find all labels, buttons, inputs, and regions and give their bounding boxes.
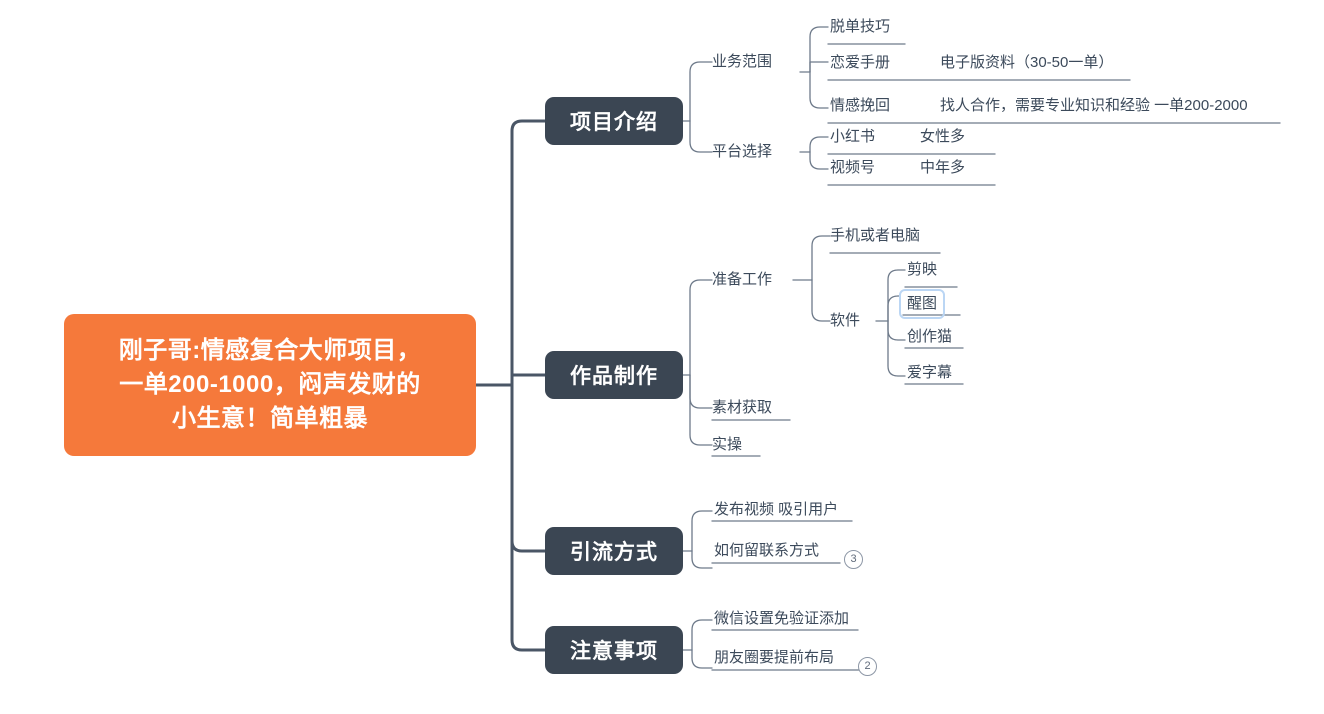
leaf-love-handbook[interactable]: 恋爱手册 xyxy=(830,52,890,74)
count-badge-notes[interactable]: 2 xyxy=(858,657,877,676)
node-label: 准备工作 xyxy=(712,271,773,288)
node-label: 中年多 xyxy=(920,159,966,176)
node-label: 找人合作，需要专业知识和经验 一单200-2000 xyxy=(940,97,1248,114)
node-label: 平台选择 xyxy=(712,143,773,160)
branch-label: 项目介绍 xyxy=(570,111,658,134)
leaf-how-to-leave-contact[interactable]: 如何留联系方式 xyxy=(714,540,819,562)
node-label: 剪映 xyxy=(907,261,938,278)
leaf-aizimu[interactable]: 爱字幕 xyxy=(907,362,952,384)
leaf-xiaohongshu[interactable]: 小红书 xyxy=(830,126,875,148)
leaf-moments-pre-layout[interactable]: 朋友圈要提前布局 xyxy=(714,647,834,669)
node-label: 手机或者电脑 xyxy=(830,227,921,244)
node-business-scope[interactable]: 业务范围 xyxy=(712,51,772,73)
leaf-publish-video-attract-users[interactable]: 发布视频 吸引用户 xyxy=(714,499,838,521)
count-badge-traffic[interactable]: 3 xyxy=(844,550,863,569)
node-label: 女性多 xyxy=(920,128,966,145)
leaf-video-account-note[interactable]: 中年多 xyxy=(920,157,965,179)
node-label: 醒图 xyxy=(907,295,938,312)
branch-node-traffic-method[interactable]: 引流方式 xyxy=(545,527,683,575)
branch-node-project-intro[interactable]: 项目介绍 xyxy=(545,97,683,145)
node-label: 软件 xyxy=(830,312,861,329)
node-label: 如何留联系方式 xyxy=(714,542,820,559)
root-node[interactable]: 刚子哥:情感复合大师项目， 一单200-1000，闷声发财的 小生意！简单粗暴 xyxy=(64,314,476,456)
badge-label: 2 xyxy=(864,660,871,672)
node-label: 创作猫 xyxy=(907,328,953,345)
root-label: 刚子哥:情感复合大师项目， 一单200-1000，闷声发财的 小生意！简单粗暴 xyxy=(118,337,422,432)
leaf-phone-or-computer[interactable]: 手机或者电脑 xyxy=(830,225,920,247)
node-software[interactable]: 软件 xyxy=(830,310,860,332)
branch-node-work-production[interactable]: 作品制作 xyxy=(545,351,683,399)
leaf-love-handbook-note[interactable]: 电子版资料（30-50一单） xyxy=(940,52,1113,74)
branch-node-notes[interactable]: 注意事项 xyxy=(545,626,683,674)
leaf-emotional-recovery-note[interactable]: 找人合作，需要专业知识和经验 一单200-2000 xyxy=(940,95,1248,117)
node-label: 实操 xyxy=(712,436,743,453)
branch-label: 作品制作 xyxy=(570,365,658,388)
leaf-jianying[interactable]: 剪映 xyxy=(907,259,937,281)
leaf-video-account[interactable]: 视频号 xyxy=(830,157,875,179)
node-label: 脱单技巧 xyxy=(830,18,891,35)
node-label: 电子版资料（30-50一单） xyxy=(940,54,1114,71)
node-label: 发布视频 吸引用户 xyxy=(714,501,839,518)
node-label: 恋爱手册 xyxy=(830,54,891,71)
node-label: 情感挽回 xyxy=(830,97,891,114)
leaf-emotional-recovery[interactable]: 情感挽回 xyxy=(830,95,890,117)
leaf-chuangzuomao[interactable]: 创作猫 xyxy=(907,326,952,348)
node-label: 微信设置免验证添加 xyxy=(714,610,850,627)
node-label: 爱字幕 xyxy=(907,364,953,381)
badge-label: 3 xyxy=(850,553,857,565)
node-label: 素材获取 xyxy=(712,399,773,416)
node-preparation[interactable]: 准备工作 xyxy=(712,269,772,291)
branch-label: 注意事项 xyxy=(570,640,658,663)
node-material-acquisition[interactable]: 素材获取 xyxy=(712,397,772,419)
node-practice[interactable]: 实操 xyxy=(712,434,742,456)
node-label: 视频号 xyxy=(830,159,876,176)
node-label: 朋友圈要提前布局 xyxy=(714,649,835,666)
leaf-xingtu-selected[interactable]: 醒图 xyxy=(899,289,946,319)
leaf-dating-skills[interactable]: 脱单技巧 xyxy=(830,16,890,38)
leaf-xiaohongshu-note[interactable]: 女性多 xyxy=(920,126,965,148)
node-label: 小红书 xyxy=(830,128,876,145)
node-platform-choice[interactable]: 平台选择 xyxy=(712,141,772,163)
leaf-wechat-no-verify-add[interactable]: 微信设置免验证添加 xyxy=(714,608,849,630)
branch-label: 引流方式 xyxy=(570,541,658,564)
node-label: 业务范围 xyxy=(712,53,773,70)
